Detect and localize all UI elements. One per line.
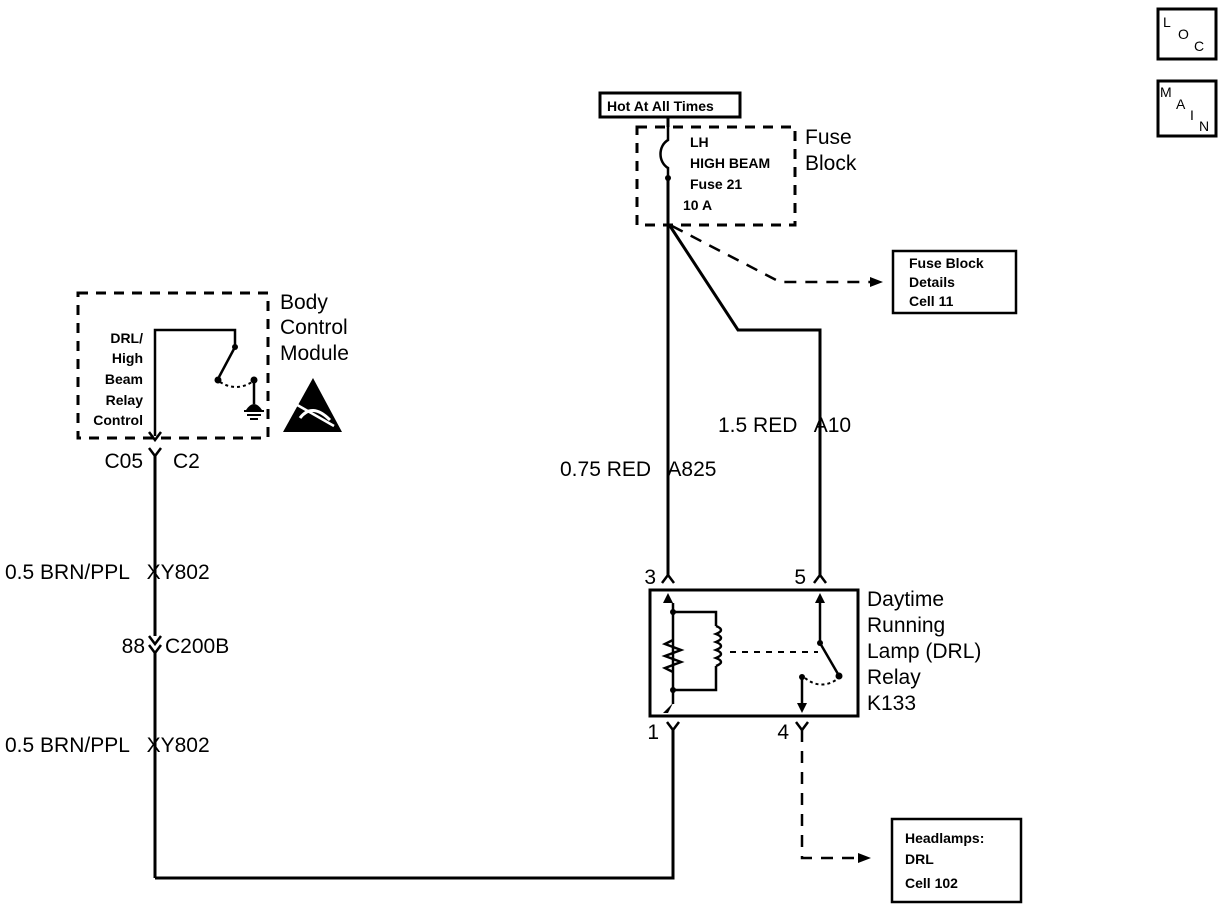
arrow-right-icon: [858, 853, 871, 863]
hot-at-all-times-box: [598, 91, 742, 119]
hot-at-all-times-label: Hot At All Times: [607, 98, 714, 114]
bcm-connector-label: C2: [173, 450, 200, 473]
wire-xy802-upper-label: 0.5 BRN/PPL XY802: [5, 561, 210, 584]
headlamps-line-1: Headlamps:: [905, 830, 984, 846]
relay-resistor-icon: [661, 638, 685, 674]
fuse-line-3: Fuse 21: [690, 176, 742, 192]
fuse-symbol-icon: [659, 127, 670, 178]
relay-pin-4: 4: [777, 721, 789, 744]
relay-pin-3: 3: [644, 566, 656, 589]
fuse-block-box: [635, 125, 797, 227]
fuse-block-title-1: Fuse: [805, 126, 852, 149]
bcm-title-1: Body: [280, 291, 328, 314]
relay-pin4-connector-icon: [795, 721, 809, 733]
c200b-name-label: C200B: [165, 635, 229, 658]
wire-xy802-lower-label: 0.5 BRN/PPL XY802: [5, 734, 210, 757]
fuse-details-line-3: Cell 11: [909, 293, 954, 309]
bcm-box: [76, 291, 270, 440]
bcm-inner-4: Relay: [106, 392, 144, 408]
ground-icon: [244, 404, 264, 420]
loc-letter-c: C: [1194, 38, 1204, 54]
relay-pin5-connector-icon: [813, 572, 827, 584]
connector-c2-arrow-icon: [148, 431, 162, 443]
relay-coil-icon: [712, 624, 723, 668]
fuse-line-4: 10 A: [683, 197, 712, 213]
relay-title-1: Daytime: [867, 588, 944, 611]
bcm-pin-label: C05: [104, 450, 143, 473]
fuse-block-details-link[interactable]: Fuse Block Details Cell 11: [891, 249, 1018, 315]
bcm-inner-1: DRL/: [110, 330, 143, 346]
wire-a825-label: 0.75 RED A825: [560, 458, 716, 481]
relay-title-5: K133: [867, 692, 916, 715]
bcm-switch-icon: [217, 346, 237, 378]
bcm-title-2: Control: [280, 316, 348, 339]
main-letter-a: A: [1176, 96, 1186, 112]
relay-pin-1: 1: [647, 721, 659, 744]
bcm-inner-5: Control: [93, 412, 143, 428]
headlamps-line-3: Cell 102: [905, 875, 958, 891]
arrow-right-icon: [870, 277, 883, 287]
c200b-pin-label: 88: [122, 635, 145, 658]
connector-c200b-icon: [148, 635, 162, 647]
loc-letter-l: L: [1163, 14, 1171, 30]
fuse-block-title-2: Block: [805, 152, 857, 175]
fuse-line-1: LH: [690, 134, 709, 150]
bcm-inner-3: Beam: [105, 371, 143, 387]
main-letter-n: N: [1199, 118, 1209, 134]
main-letter-i: I: [1190, 107, 1194, 123]
relay-pin3-connector-icon: [661, 572, 675, 584]
fuse-line-2: HIGH BEAM: [690, 155, 770, 171]
loc-letter-o: O: [1178, 26, 1189, 42]
relay-title-4: Relay: [867, 666, 921, 689]
bcm-title-3: Module: [280, 342, 349, 365]
relay-pin1-connector-icon: [666, 721, 680, 733]
fuse-details-line-2: Details: [909, 274, 955, 290]
relay-pin-5: 5: [794, 566, 806, 589]
relay-box: [648, 588, 860, 718]
esd-warning-icon: [283, 378, 342, 432]
bcm-inner-2: High: [112, 350, 143, 366]
headlamps-drl-link[interactable]: Headlamps: DRL Cell 102: [890, 817, 1023, 904]
relay-switch-icon: [818, 642, 840, 675]
wire-bottom-return: [155, 736, 675, 880]
loc-button[interactable]: L O C: [1156, 7, 1218, 61]
main-letter-m: M: [1160, 84, 1172, 100]
wire-a10-label: 1.5 RED A10: [718, 414, 851, 437]
headlamps-dashed-line: [800, 730, 858, 860]
relay-title-2: Running: [867, 614, 945, 637]
main-button[interactable]: M A I N: [1156, 79, 1218, 138]
fuse-details-line-1: Fuse Block: [909, 255, 984, 271]
relay-title-3: Lamp (DRL): [867, 640, 981, 663]
wire-a10: [668, 225, 822, 575]
headlamps-line-2: DRL: [905, 851, 934, 867]
